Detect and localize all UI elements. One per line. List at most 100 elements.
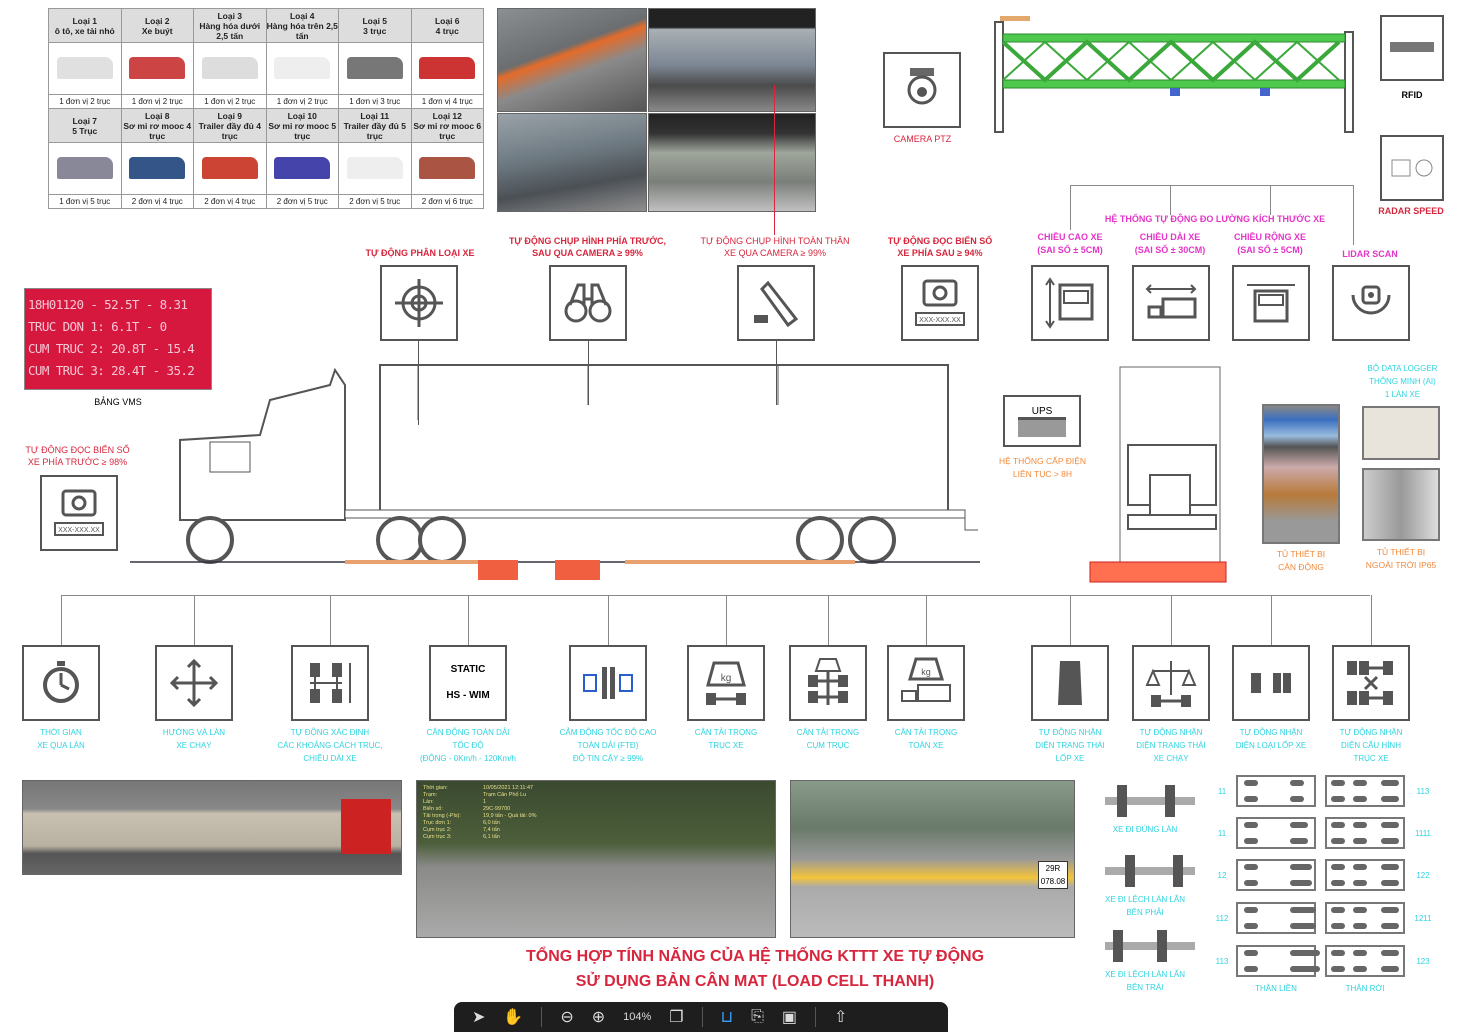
axle-config-label: 2 đơn vị 5 trục [338,194,412,209]
axle-diagram-articulated [1325,775,1405,807]
label-line: ĐỘ TIN CẬY ≥ 99% [572,754,644,763]
axle-config-label: 2 đơn vị 6 trục [410,194,484,209]
vehicle-photo [201,56,258,79]
vehicle-photo-cell [265,42,339,95]
zoom-in-icon[interactable]: ⊕ [591,1009,606,1026]
label-line: STATIC [450,664,486,675]
overlay-row: Trạm:Trạm Cân Phố Lu [423,792,769,799]
axle-diagram-rigid [1236,775,1316,807]
dimension-system-title: HỆ THỐNG TỰ ĐỘNG ĐO LƯỜNG KÍCH THƯỚC XE [1104,214,1326,224]
svg-text:kg: kg [921,667,931,677]
battery-icon [1018,416,1066,437]
feature-auto-classify-label: TỰ ĐỘNG PHÂN LOẠI XE [340,247,500,259]
label-line: (SAI SỐ ± 5CM) [1237,245,1303,255]
label-line: TỰ ĐỘNG CHỤP HÌNH TOÀN THÂN [700,236,850,246]
overlay-key: Trục đơn 1: [423,820,452,826]
vms-line: 18H01120 - 52.5T - 8.31 [28,297,188,312]
fit-width-icon[interactable]: ⊔ [720,1009,734,1026]
label-line: TỰ ĐỘNG NHẬN [1038,728,1102,737]
rfid-reader-icon [1390,42,1434,52]
export-icon[interactable]: ⎘ [751,1008,764,1025]
pointer-tool-icon[interactable]: ➤ [472,1009,486,1026]
plate-text: XXX-XXX.XX [919,317,961,324]
camera-ptz-label: CAMERA PTZ [893,134,952,144]
ups-label: HỆ THỐNG CẤP ĐIỆN LIÊN TỤC > 8H [985,455,1100,481]
vehicle-photo-cell [48,142,122,195]
axle-config-label: 1 đơn vị 3 trục [338,94,412,109]
truck-front-view [1089,366,1227,583]
label-line: TỰ ĐỘNG XÁC ĐỊNH [290,728,370,737]
tire-type-icon [1251,673,1291,693]
axle-code-left: 112 [1215,914,1229,923]
label-line: TỰ ĐỘNG NHẬN [1239,728,1303,737]
lidar-box [1332,265,1410,341]
label-line: CÂN TẢI TRỌNG [694,728,758,737]
lane-position-label: XE ĐI ĐÚNG LÀN [1085,823,1205,836]
connector-line [330,595,331,645]
plate-text: XXX-XXX.XX [58,527,100,534]
page-icon[interactable]: ❐ [669,1009,684,1026]
truck-height-icon [1045,277,1094,329]
connector-line [61,595,62,645]
overlay-row: Thời gian:10/05/2021 12:11:47 [423,785,769,792]
vehicle-photo-cell [265,142,339,195]
connector-line [1070,595,1071,645]
plate-camera-icon: XXX-XXX.XX [54,489,104,536]
zoom-out-icon[interactable]: ⊖ [560,1009,574,1026]
vehicle-photo-cell [193,142,267,195]
fullscreen-icon[interactable]: ▣ [781,1009,798,1026]
toolbar-separator [815,1007,817,1027]
label-line: (ĐỘNG - 0Km/h - 120Km/h [419,754,517,763]
zoom-level[interactable]: 104% [623,1011,652,1023]
label-line: XE CHẠY [1153,754,1189,763]
bottom-feature-box [1332,645,1410,721]
vehicle-photo-cell [410,42,484,95]
axle-weight-icon: kg [706,661,746,705]
axle-config-label: 1 đơn vị 2 trục [120,94,194,109]
weigh-cabinet-photo [1262,404,1340,544]
label-line: TỦ THIẾT BỊ [1376,547,1426,557]
vehicle-class-header: Loại 4 Hàng hóa trên 2,5 tấn [265,8,339,43]
label-line: HỆ THỐNG CẤP ĐIỆN [998,456,1087,466]
vehicle-class-header: Loại 2 Xe buýt [120,8,194,43]
label-line: (SAI SỐ ± 5CM) [1037,245,1103,255]
axle-config-label: 1 đơn vị 5 trục [48,194,122,209]
label-line: XE PHÍA SAU ≥ 94% [897,248,983,258]
toll-gate-photo: 29R 078.08 [790,780,1075,938]
label-line: LỐP XE [1055,754,1085,763]
label-line: LIÊN TỤC > 8H [1012,469,1073,479]
toolbar-separator [701,1007,703,1027]
axle-config-label: 1 đơn vị 2 trục [193,94,267,109]
hand-tool-icon[interactable]: ✋ [503,1009,524,1026]
label-line: TỦ THIẾT BỊ [1276,549,1326,559]
vehicle-class-header: Loại 10 Sơ mi rơ mooc 5 trục [265,108,339,143]
axle-config-label: 2 đơn vị 4 trục [193,194,267,209]
label-line: XE QUA CAMERA ≥ 99% [724,248,826,258]
connector-line [828,595,829,645]
vehicle-class-header: Loại 1 ô tô, xe tải nhỏ [48,8,122,43]
label-line: TỰ ĐỘNG NHẬN [1339,728,1403,737]
lidar-scanner-icon [1351,285,1391,315]
label-line: CÂN TẢI TRỌNG [894,728,958,737]
connector-line [588,340,589,405]
axle-code-left: 113 [1215,957,1229,966]
radar-label: RADAR SPEED [1378,206,1444,216]
overlay-row: Trục đơn 1:6,0 tấn [423,820,769,827]
label-line: 1 LÀN XE [1384,390,1421,399]
share-icon[interactable]: ⇧ [834,1009,848,1026]
overlay-row: Cụm trục 3:6,1 tấn [423,834,769,841]
bottom-feature-box: kg [687,645,765,721]
length-label: CHIỀU DÀI XE(SAI SỐ ± 30CM) [1120,231,1220,257]
truck-width-icon [1247,284,1295,323]
lane-camera-photo [648,113,816,212]
label-line: BÊN TRÁI [1126,983,1164,992]
label-line: TỰ ĐỘNG PHÂN LOẠI XE [365,248,475,258]
vehicle-photo [419,56,476,79]
vehicle-photo [129,156,186,179]
feature-full-body-capture-label: TỰ ĐỘNG CHỤP HÌNH TOÀN THÂN XE QUA CAMERA… [680,235,870,259]
axle-config-label: 1 đơn vị 4 trục [410,94,484,109]
data-logger-photo [1362,406,1440,460]
connector-line [608,595,609,645]
